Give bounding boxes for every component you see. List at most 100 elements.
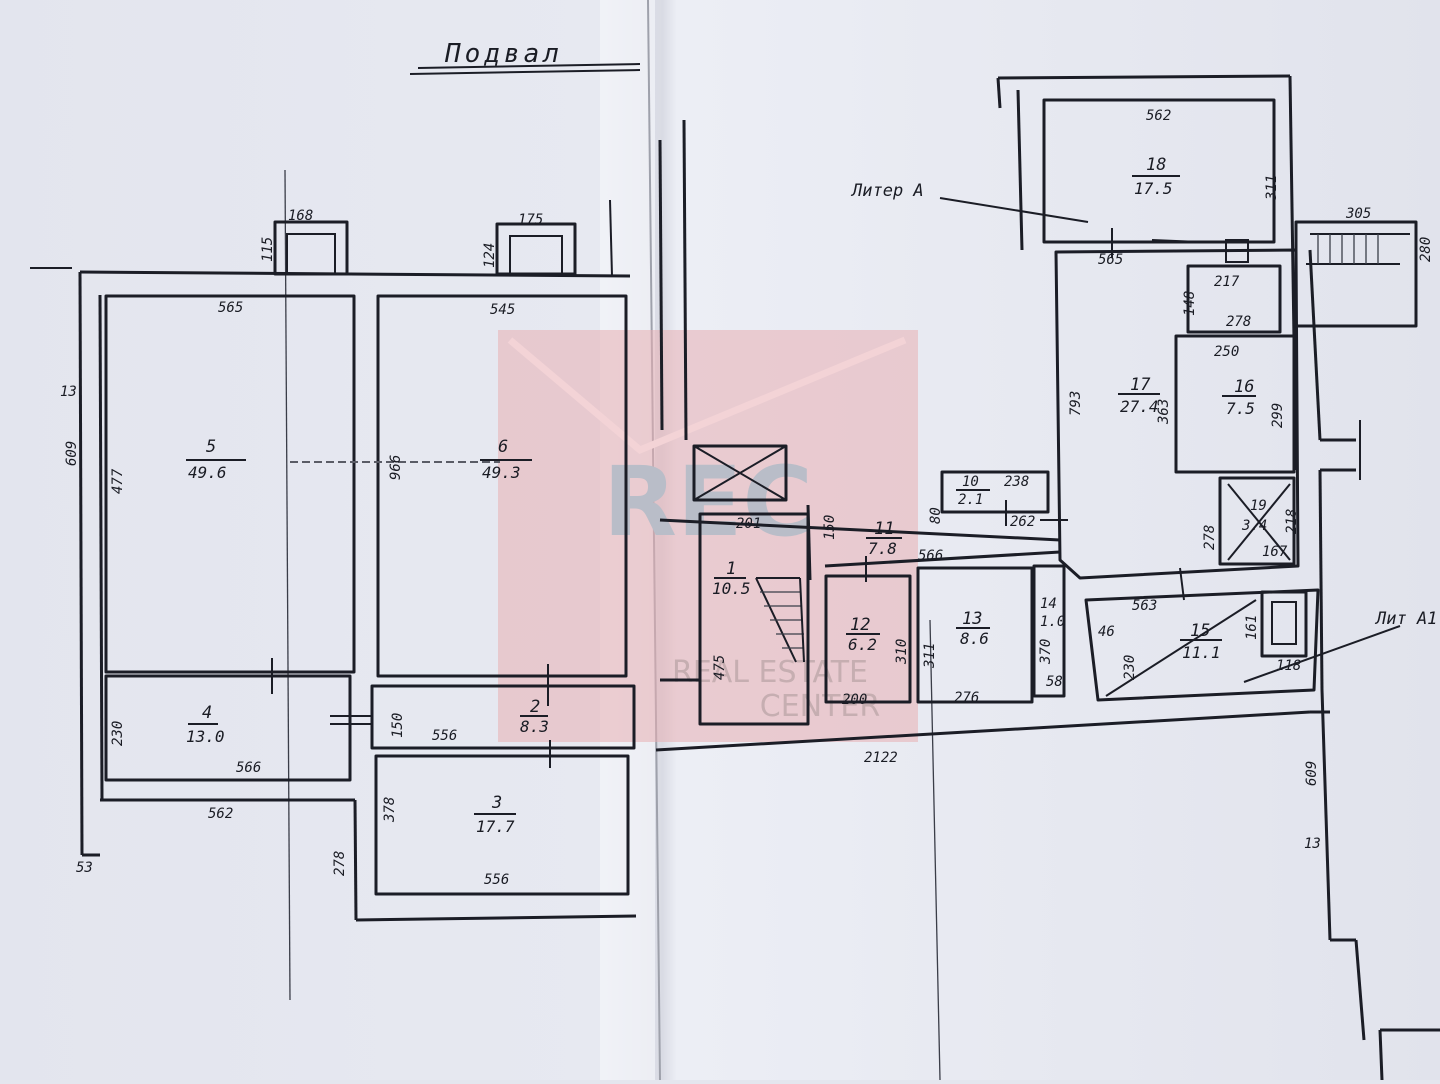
room-10 — [940, 470, 1050, 514]
room-15-area: 11.1 — [1182, 643, 1221, 662]
room-19-cross — [1227, 483, 1291, 561]
title-underline — [417, 63, 641, 69]
dim-562-bottom: 562 — [208, 806, 233, 822]
room-3-number: 3 — [491, 793, 502, 813]
dim-167: 167 — [1262, 544, 1288, 560]
room-1-area: 10.5 — [712, 579, 751, 598]
room-12-area: 6.2 — [848, 635, 877, 654]
room-6 — [376, 294, 628, 678]
dim-566-left: 566 — [236, 760, 261, 776]
dim-118: 118 — [1276, 658, 1301, 674]
dim-477: 477 — [110, 468, 126, 494]
room-17-area: 27.4 — [1120, 397, 1159, 416]
dim-378: 378 — [382, 797, 398, 823]
dim-311-center: 311 — [922, 643, 938, 669]
watermark-roof-icon — [507, 336, 907, 455]
dim-565-left: 565 — [218, 300, 243, 316]
dim-565-right: 565 — [1098, 252, 1123, 268]
dim-250: 250 — [1214, 344, 1239, 360]
room-10-number: 10 — [962, 474, 979, 490]
dim-13-right: 13 — [1304, 836, 1321, 852]
room-12-number: 12 — [850, 615, 870, 635]
stair-room-1 — [755, 577, 805, 663]
leader-line-a1 — [1243, 625, 1401, 683]
room-18-number: 18 — [1146, 155, 1166, 175]
dim-238: 238 — [1004, 474, 1029, 490]
dim-161: 161 — [1244, 615, 1260, 640]
dim-562-top: 562 — [1146, 108, 1171, 124]
room-4 — [104, 674, 352, 782]
guide-line — [929, 619, 941, 1081]
room-13-number: 13 — [962, 609, 982, 629]
dim-115: 115 — [260, 237, 276, 262]
dim-310: 310 — [894, 639, 910, 665]
room-3 — [374, 754, 630, 896]
label-liter-a: Литер А — [850, 181, 924, 201]
dim-363: 363 — [1156, 399, 1172, 425]
dim-305: 305 — [1345, 206, 1371, 222]
dim-566-center: 566 — [918, 548, 943, 564]
room-5-number: 5 — [206, 437, 216, 457]
dim-2122: 2122 — [864, 750, 898, 766]
dim-278-right: 278 — [1226, 314, 1251, 330]
dim-563: 563 — [1132, 598, 1157, 614]
dim-556-bottom: 556 — [484, 872, 509, 888]
door-mark — [1151, 239, 1201, 243]
dim-280: 280 — [1418, 237, 1434, 262]
dim-80: 80 — [928, 507, 944, 524]
dim-545: 545 — [490, 302, 515, 318]
dim-150-left: 150 — [390, 713, 406, 738]
room-5-area: 49.6 — [188, 463, 227, 482]
dim-150-center: 150 — [822, 515, 838, 540]
dim-200: 200 — [842, 692, 867, 708]
dim-793: 793 — [1068, 391, 1084, 416]
dim-311-right: 311 — [1264, 175, 1280, 201]
room-14-area: 1.0 — [1040, 614, 1065, 630]
room-14 — [1032, 564, 1066, 698]
room-2-area: 8.3 — [520, 717, 549, 736]
outside-stair — [1225, 220, 1418, 328]
room-12 — [824, 574, 912, 704]
left-block-walls — [30, 199, 637, 922]
room-labels: 5 49.6 6 49.3 4 13.0 2 8.3 3 17.7 1 10.5… — [186, 155, 1267, 836]
label-liter-a1: Лит А1 — [1374, 609, 1437, 629]
room-13 — [916, 566, 1034, 704]
room-19-number: 19 — [1250, 498, 1267, 514]
dim-556-top: 556 — [432, 728, 457, 744]
watermark-panel — [498, 330, 918, 742]
dim-58: 58 — [1046, 674, 1063, 690]
dimension-labels: 168 115 175 124 565 545 13 609 477 966 2… — [60, 108, 1434, 888]
dim-46: 46 — [1098, 624, 1115, 640]
room-11-area: 7.8 — [868, 539, 897, 558]
plan-title-text: Подвал — [444, 39, 563, 69]
room-16-number: 16 — [1234, 377, 1254, 397]
room-2-number: 2 — [530, 697, 540, 717]
dim-175: 175 — [518, 212, 543, 228]
room-19-area: 3.4 — [1241, 518, 1267, 534]
door-mark — [1179, 567, 1185, 601]
dim-124: 124 — [482, 243, 498, 268]
dim-276: 276 — [954, 690, 979, 706]
room-11-number: 11 — [874, 519, 894, 539]
room-16 — [1174, 334, 1296, 474]
leader-line-a — [939, 197, 1089, 223]
dim-218: 218 — [1284, 509, 1300, 534]
room-3-area: 17.7 — [476, 817, 515, 836]
room-13-area: 8.6 — [960, 629, 989, 648]
shaft-box-a1-inner — [1271, 601, 1297, 645]
shaft-cross — [693, 445, 787, 501]
room-4-area: 13.0 — [186, 727, 225, 746]
title-underline — [409, 69, 641, 75]
room-14-number: 14 — [1040, 596, 1057, 612]
dim-299: 299 — [1270, 403, 1286, 428]
room-6-area: 49.3 — [482, 463, 521, 482]
dim-966: 966 — [388, 455, 404, 480]
dim-201: 201 — [736, 516, 761, 532]
dim-262: 262 — [1010, 514, 1035, 530]
dim-278-left: 278 — [332, 851, 348, 876]
plan-title: Подвал — [409, 39, 641, 75]
room-19 — [1218, 476, 1296, 566]
dim-168: 168 — [288, 208, 313, 224]
